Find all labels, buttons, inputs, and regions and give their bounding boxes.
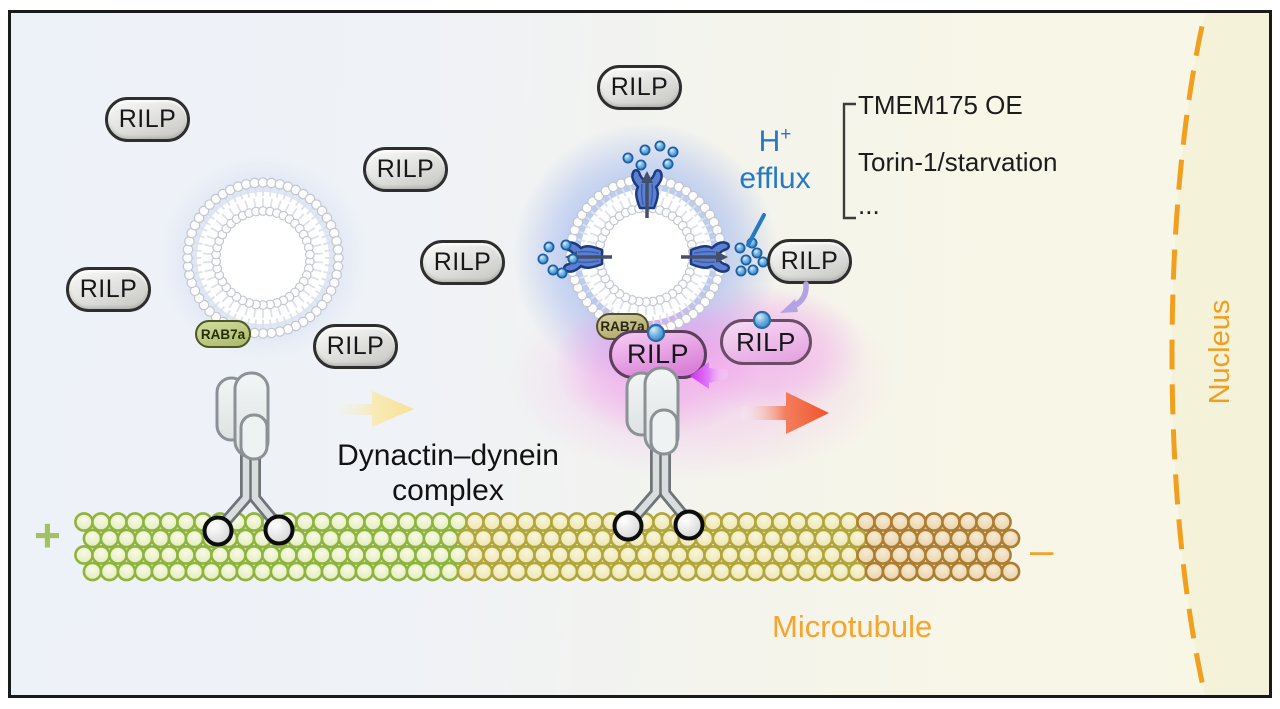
conditions-bracket	[842, 102, 856, 220]
microtubule	[74, 512, 1021, 582]
h-efflux-pointer	[746, 213, 766, 247]
rilp-pill: RILP	[105, 97, 190, 142]
rilp-pill: RILP	[597, 65, 682, 110]
dynactin-dynein-label-line2: complex	[392, 474, 504, 507]
rilp-active-pill: RILP	[609, 330, 707, 379]
rilp-pill: RILP	[420, 240, 505, 285]
condition-item-tmem175: TMEM175 OE	[858, 90, 1023, 120]
microtubule-plus-end-label: +	[34, 509, 61, 561]
condition-item-ellipsis: ...	[858, 190, 880, 220]
lysosome-vesicle-left	[182, 177, 344, 339]
dynactin-dynein-label-line1: Dynactin–dynein	[337, 439, 559, 472]
h-efflux-label: H+ efflux	[700, 116, 850, 197]
rab7a-badge: RAB7a	[195, 320, 251, 348]
rilp-pill: RILP	[66, 267, 151, 312]
fast-transport-arrow	[741, 392, 829, 434]
h-efflux-line1: H+	[758, 124, 792, 158]
h-efflux-line2: efflux	[739, 162, 811, 195]
rilp-pill: RILP	[313, 324, 398, 369]
rilp-pill: RILP	[767, 239, 852, 284]
nucleus-label: Nucleus	[1204, 299, 1236, 405]
rilp-pill: RILP	[363, 147, 448, 192]
condition-item-torin: Torin-1/starvation	[858, 147, 1058, 177]
nucleus-boundary	[1169, 13, 1269, 695]
dynactin-dynein-label: Dynactin–dynein complex	[278, 438, 618, 508]
microtubule-label: Microtubule	[772, 609, 933, 644]
rilp-active-pill: RILP	[720, 319, 812, 365]
microtubule-minus-end-label: –	[1030, 526, 1054, 573]
slow-transport-arrow	[328, 391, 414, 427]
